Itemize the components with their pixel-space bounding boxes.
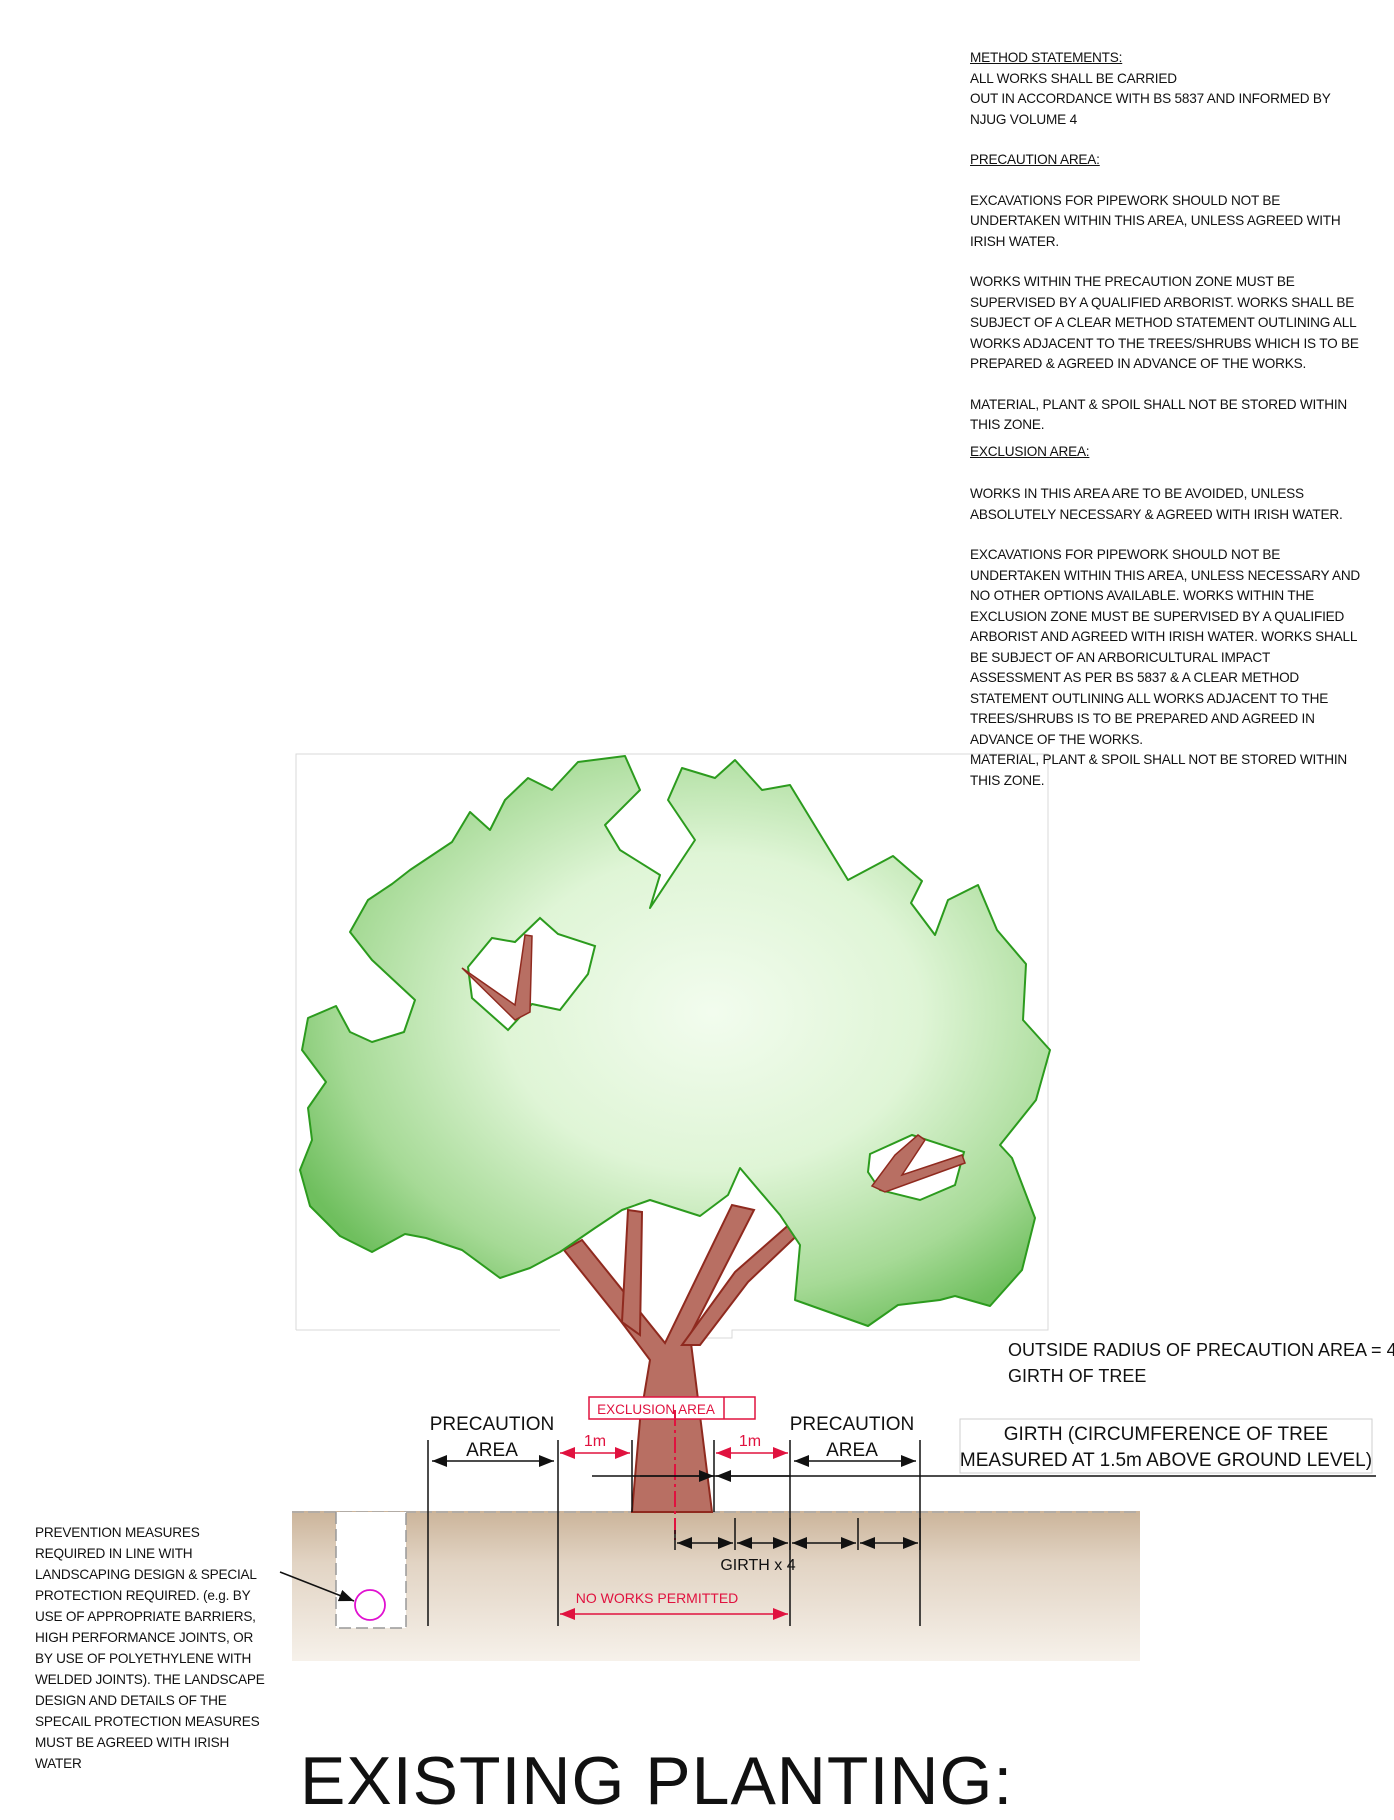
note-line: IRISH WATER. (970, 233, 1059, 249)
precaution-left-label-1: PRECAUTION (430, 1414, 555, 1435)
radius-label-2: GIRTH OF TREE (1008, 1366, 1146, 1386)
exclusion-heading: EXCLUSION AREA: (970, 443, 1090, 459)
note-line: TREES/SHRUBS IS TO BE PREPARED AND AGREE… (970, 711, 1315, 726)
note-line: NO OTHER OPTIONS AVAILABLE. WORKS WITHIN… (970, 588, 1314, 603)
note-line: PROTECTION REQUIRED. (e.g. BY (35, 1588, 251, 1603)
note-line: UNDERTAKEN WITHIN THIS AREA, UNLESS NECE… (970, 567, 1361, 583)
prevention-leader-arrow (279, 1571, 355, 1602)
note-line: SPECAIL PROTECTION MEASURES (35, 1714, 260, 1729)
pipe-trench (335, 1512, 407, 1629)
exclusion-area-label: EXCLUSION AREA (597, 1402, 715, 1417)
note-line: STATEMENT OUTLINING ALL WORKS ADJACENT T… (970, 690, 1329, 706)
note-line: WATER (35, 1756, 82, 1771)
note-line: USE OF APPROPRIATE BARRIERS, (35, 1609, 256, 1624)
girth-label-box (959, 1418, 1373, 1474)
note-line: ADVANCE OF THE WORKS. (970, 731, 1143, 747)
girth-x4-dimension (674, 1518, 921, 1550)
note-line: WORKS ADJACENT TO THE TREES/SHRUBS WHICH… (970, 335, 1359, 351)
precaution-right-label-1: PRECAUTION (790, 1414, 915, 1435)
note-line: BY USE OF POLYETHYLENE WITH (35, 1651, 252, 1666)
note-line: WELDED JOINTS). THE LANDSCAPE (35, 1672, 265, 1687)
note-line: EXCAVATIONS FOR PIPEWORK SHOULD NOT BE (970, 192, 1281, 208)
note-line: OUT IN ACCORDANCE WITH BS 5837 AND INFOR… (970, 91, 1331, 106)
note-line: WORKS IN THIS AREA ARE TO BE AVOIDED, UN… (970, 486, 1304, 501)
no-works-label: NO WORKS PERMITTED (576, 1590, 739, 1606)
note-line: LANDSCAPING DESIGN & SPECIAL (35, 1567, 257, 1582)
note-line: MATERIAL, PLANT & SPOIL SHALL NOT BE STO… (970, 752, 1348, 767)
ground (292, 1511, 1140, 1661)
note-line: BE SUBJECT OF AN ARBORICULTURAL IMPACT (970, 649, 1271, 665)
note-line: MATERIAL, PLANT & SPOIL SHALL NOT BE STO… (970, 396, 1348, 412)
note-line: SUPERVISED BY A QUALIFIED ARBORIST. WORK… (970, 294, 1355, 310)
note-line: THIS ZONE. (970, 417, 1045, 432)
note-line: WORKS WITHIN THE PRECAUTION ZONE MUST BE (970, 274, 1295, 289)
note-line: THIS ZONE. (970, 772, 1045, 788)
pipe-icon (354, 1589, 386, 1621)
note-line: EXCAVATIONS FOR PIPEWORK SHOULD NOT BE (970, 547, 1281, 562)
note-line: DESIGN AND DETAILS OF THE (35, 1693, 227, 1708)
canopy-gap-2 (866, 1133, 966, 1202)
note-line: ASSESSMENT AS PER BS 5837 & A CLEAR METH… (970, 670, 1300, 685)
tree-trunk (562, 1203, 810, 1513)
page-title: EXISTING PLANTING: (300, 1743, 1014, 1819)
radius-label-1: OUTSIDE RADIUS OF PRECAUTION AREA = 4 (1008, 1340, 1394, 1360)
note-line: ABSOLUTELY NECESSARY & AGREED WITH IRISH… (970, 506, 1343, 522)
note-line: SUBJECT OF A CLEAR METHOD STATEMENT OUTL… (970, 315, 1357, 330)
canopy-gap-1 (461, 916, 597, 1032)
tree-canopy (299, 755, 1051, 1327)
note-line: UNDERTAKEN WITHIN THIS AREA, UNLESS AGRE… (970, 213, 1341, 228)
one-m-right-label: 1m (739, 1433, 761, 1450)
exclusion-area-box (588, 1396, 756, 1420)
note-line: PREVENTION MEASURES (35, 1525, 200, 1540)
precaution-right-label-2: AREA (826, 1440, 878, 1461)
note-line: NJUG VOLUME 4 (970, 111, 1077, 127)
method-heading: METHOD STATEMENTS: (970, 50, 1123, 65)
method-statement-notes: METHOD STATEMENTS: ALL WORKS SHALL BE CA… (970, 48, 1390, 791)
girth-label-2: MEASURED AT 1.5m ABOVE GROUND LEVEL) (960, 1450, 1372, 1471)
note-line: REQUIRED IN LINE WITH (35, 1546, 193, 1561)
precaution-left-label-2: AREA (466, 1440, 518, 1461)
prevention-measures-note: PREVENTION MEASURES REQUIRED IN LINE WIT… (35, 1522, 295, 1774)
one-m-left-label: 1m (584, 1433, 606, 1450)
note-line: PREPARED & AGREED IN ADVANCE OF THE WORK… (970, 356, 1307, 371)
note-line: HIGH PERFORMANCE JOINTS, OR (35, 1630, 254, 1645)
note-line: ALL WORKS SHALL BE CARRIED (970, 70, 1177, 86)
note-line: EXCLUSION ZONE MUST BE SUPERVISED BY A Q… (970, 608, 1345, 624)
note-line: ARBORIST AND AGREED WITH IRISH WATER. WO… (970, 629, 1358, 644)
girth-label-1: GIRTH (CIRCUMFERENCE OF TREE (1004, 1424, 1328, 1445)
precaution-heading: PRECAUTION AREA: (970, 152, 1100, 167)
girth-x4-label: GIRTH x 4 (720, 1557, 795, 1574)
note-line: MUST BE AGREED WITH IRISH (35, 1735, 230, 1750)
tree-frame (295, 753, 1049, 1339)
